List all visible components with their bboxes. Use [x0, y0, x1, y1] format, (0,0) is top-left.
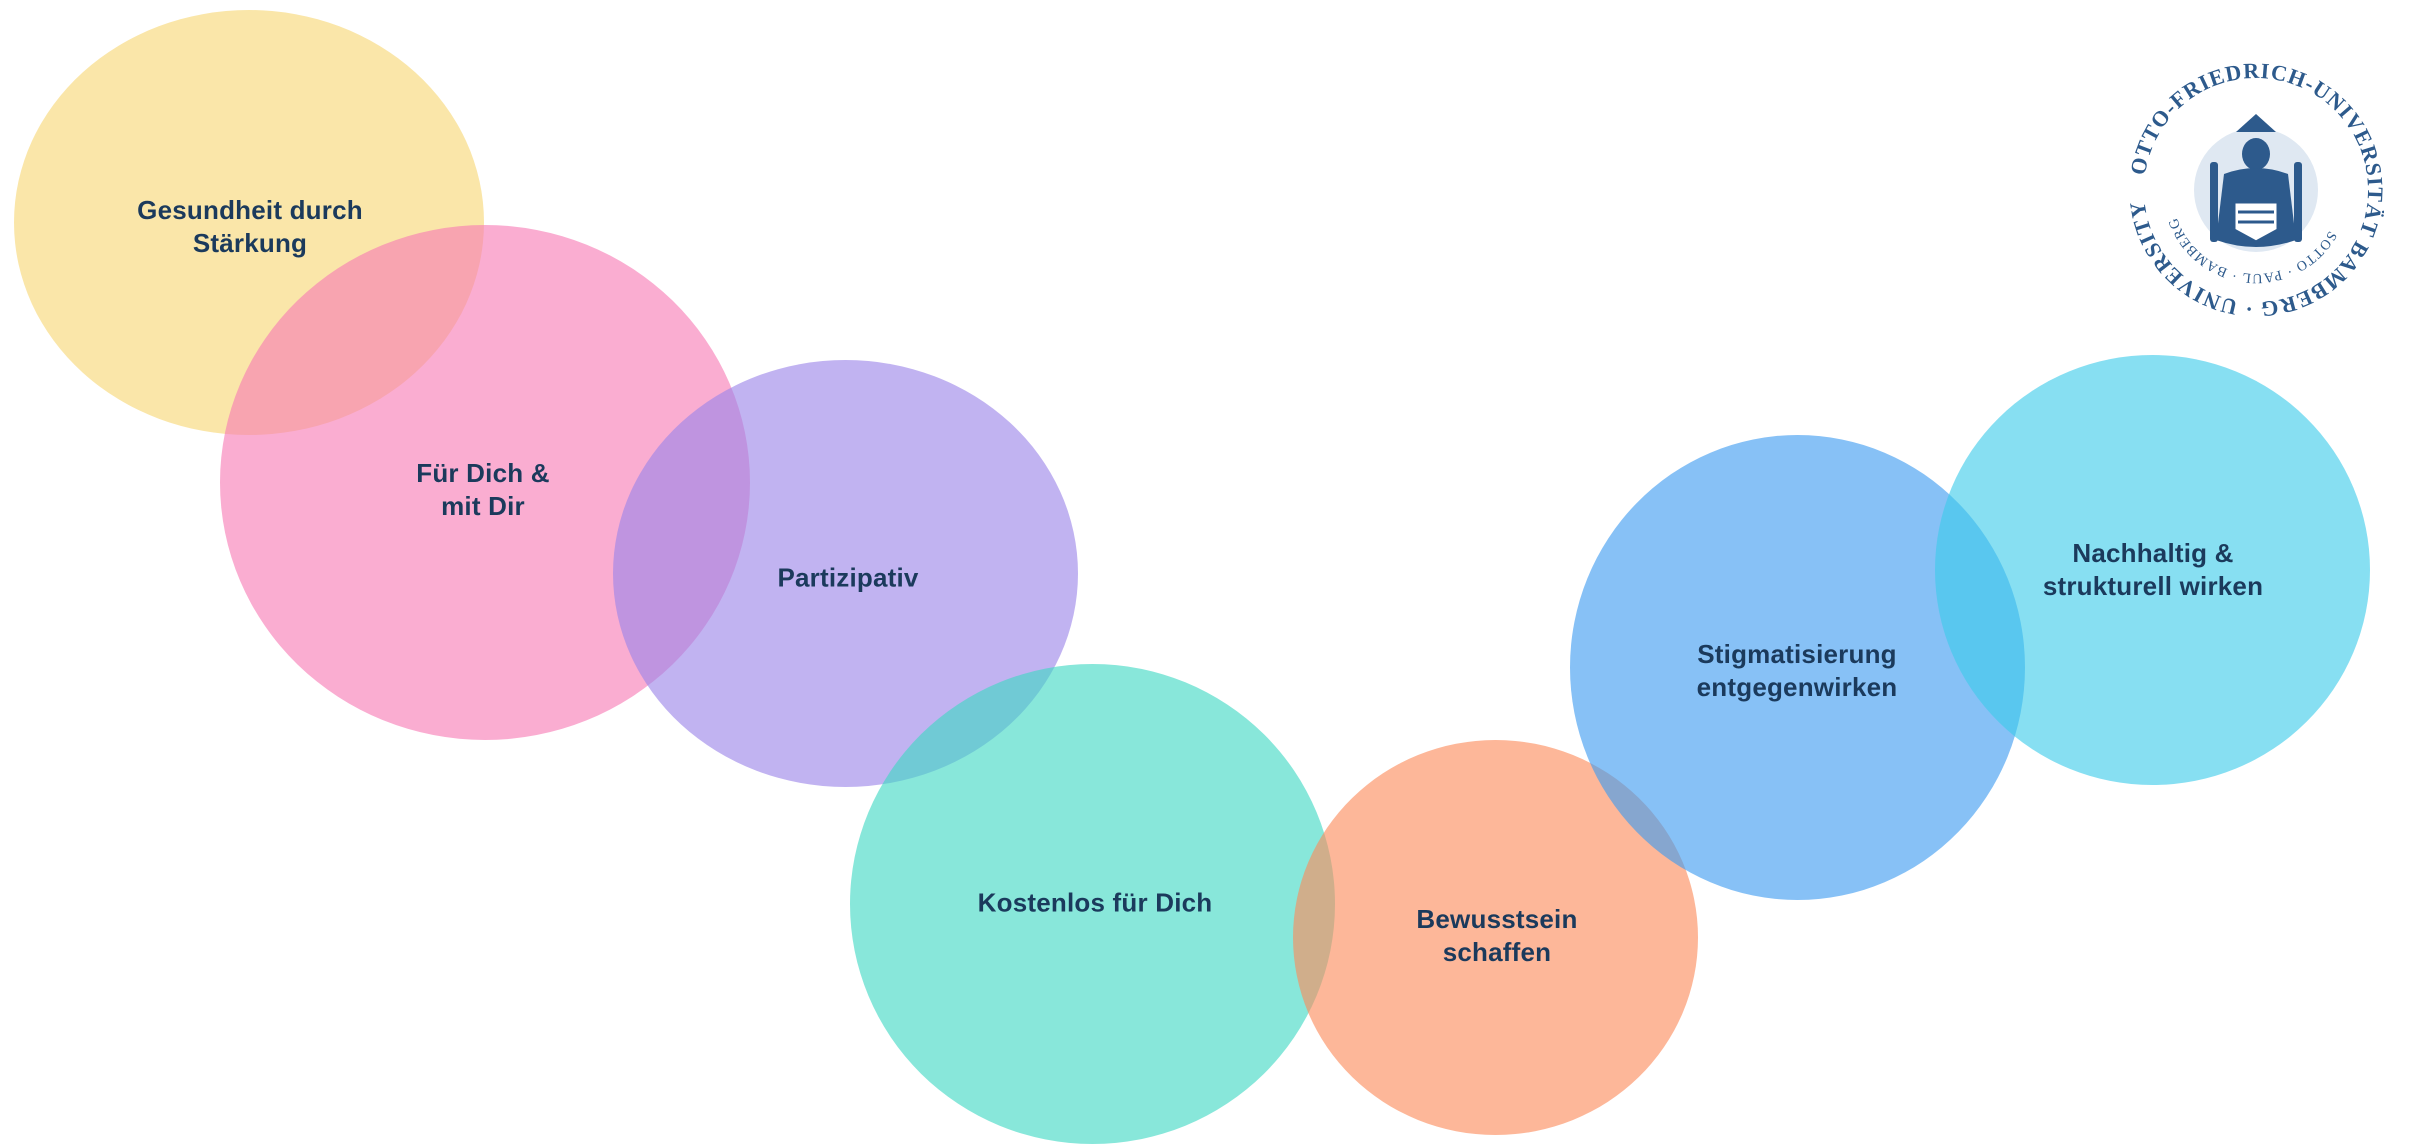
label-gesundheit-line2: Stärkung [192, 228, 308, 258]
label-bewusstsein-line1: Bewusstsein [1416, 904, 1578, 934]
label-fuer-dich-line1: Für Dich & [416, 458, 550, 488]
label-fuer-dich-line2: mit Dir [441, 491, 525, 521]
label-nachhaltig-line2: strukturell wirken [2042, 571, 2264, 601]
label-bewusstsein: Bewusstsein schaffen [1416, 903, 1577, 969]
label-kostenlos: Kostenlos für Dich [978, 887, 1213, 920]
bubble-kostenlos [850, 664, 1335, 1144]
label-stigmatisierung: Stigmatisierung entgegenwirken [1697, 638, 1898, 704]
label-nachhaltig: Nachhaltig & strukturell wirken [2043, 537, 2263, 603]
label-stigmatisierung-line2: entgegenwirken [1696, 672, 1898, 702]
label-partizipativ-line1: Partizipativ [777, 562, 919, 593]
label-gesundheit: Gesundheit durch Stärkung [137, 194, 363, 260]
label-partizipativ: Partizipativ [777, 562, 918, 595]
label-bewusstsein-line2: schaffen [1442, 937, 1552, 967]
bubble-nachhaltig [1935, 355, 2370, 785]
label-gesundheit-line1: Gesundheit durch [137, 195, 363, 225]
label-nachhaltig-line1: Nachhaltig & [2072, 538, 2234, 568]
university-seal-logo: OTTO-FRIEDRICH-UNIVERSITÄT BAMBERG · UNI… [2128, 62, 2384, 318]
label-stigmatisierung-line1: Stigmatisierung [1697, 639, 1897, 669]
label-kostenlos-line1: Kostenlos für Dich [977, 887, 1213, 918]
label-fuer-dich: Für Dich & mit Dir [416, 457, 549, 523]
seal-figure-icon [2194, 114, 2318, 252]
